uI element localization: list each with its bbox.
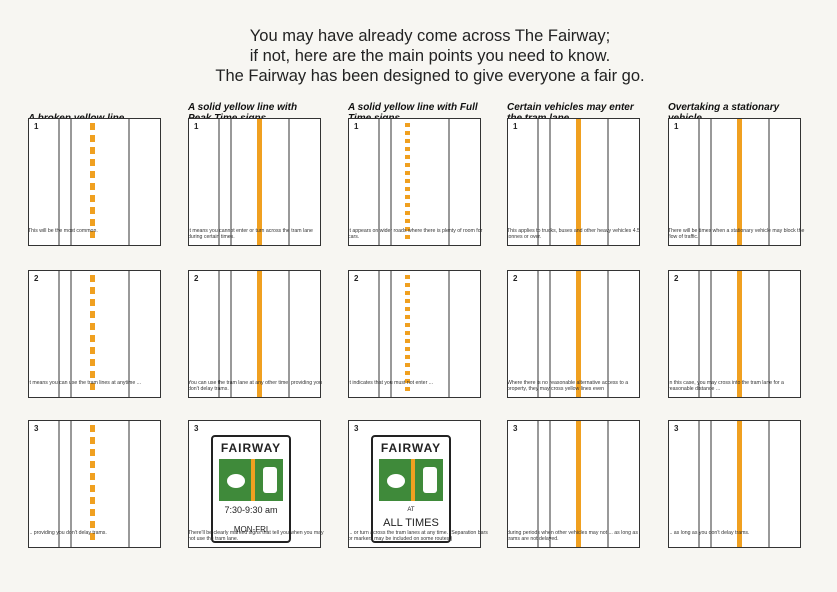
- car-tram-icon: [227, 459, 277, 501]
- fairway-sign: FAIRWAY 7:30-9:30 am MON-FRI: [211, 435, 291, 543]
- sign-title: FAIRWAY: [220, 441, 282, 455]
- road-lane-illustration: [218, 119, 290, 245]
- panel-number: 2: [194, 274, 199, 283]
- sign-line-1: 7:30-9:30 am: [224, 505, 278, 515]
- sign-title: FAIRWAY: [380, 441, 442, 455]
- illustration-panel: 1: [668, 118, 801, 246]
- sign-green-panel: [219, 459, 283, 501]
- panel-caption: ... providing you don't delay trams.: [28, 530, 107, 536]
- illustration-panel: 2: [28, 270, 161, 398]
- panel-caption: It indicates that you must not enter ...: [348, 380, 434, 386]
- illustration-panel: 3: [28, 420, 161, 548]
- intro-line-3: The Fairway has been designed to give ev…: [215, 67, 645, 85]
- panel-caption: during periods when other vehicles may n…: [507, 530, 638, 543]
- panel-number: 1: [34, 122, 39, 131]
- panel-number: 2: [34, 274, 39, 283]
- sign-line-1: AT: [407, 507, 415, 513]
- road-lane-illustration: [698, 421, 770, 547]
- road-lane-illustration: [58, 119, 130, 245]
- panel-caption: This will be the most common.: [28, 228, 98, 234]
- panel-number: 3: [674, 424, 679, 433]
- road-lane-illustration: [218, 271, 290, 397]
- road-lane-illustration: [698, 271, 770, 397]
- panel-number: 1: [674, 122, 679, 131]
- panel-number: 3: [513, 424, 518, 433]
- panel-caption: Where there is no reasonable alternative…: [507, 380, 629, 393]
- road-lane-illustration: [537, 421, 609, 547]
- illustration-panel: 2: [668, 270, 801, 398]
- fairway-sign: FAIRWAY AT ALL TIMES: [371, 435, 451, 543]
- panel-caption: ... as long as you don't delay trams.: [668, 530, 750, 536]
- sign-green-panel: [379, 459, 443, 501]
- panel-number: 1: [194, 122, 199, 131]
- panel-caption: There'll be clearly marked signs that te…: [188, 530, 324, 543]
- illustration-panel: 2: [348, 270, 481, 398]
- panel-caption: This applies to trucks, buses and other …: [507, 228, 640, 241]
- panel-number: 3: [354, 424, 359, 433]
- panel-caption: It appears on wider roads where there is…: [348, 228, 483, 241]
- panel-caption: In this case, you may cross into the tra…: [668, 380, 784, 393]
- illustration-panel: 1: [348, 118, 481, 246]
- panel-caption: It means you cannot enter or turn across…: [188, 228, 313, 241]
- panel-number: 2: [354, 274, 359, 283]
- road-lane-illustration: [58, 271, 130, 397]
- panel-number: 1: [354, 122, 359, 131]
- road-lane-illustration: [58, 421, 130, 547]
- road-lane-illustration: [537, 119, 609, 245]
- panel-number: 2: [513, 274, 518, 283]
- illustration-panel: 1: [28, 118, 161, 246]
- panel-number: 2: [674, 274, 679, 283]
- illustration-panel: FAIRWAY 7:30-9:30 am MON-FRI 3: [188, 420, 321, 548]
- road-lane-illustration: [378, 271, 450, 397]
- illustration-panel: 1: [188, 118, 321, 246]
- column-1: A broken yellow line1This will be the mo…: [28, 96, 161, 548]
- panel-number: 3: [194, 424, 199, 433]
- panel-number: 3: [34, 424, 39, 433]
- illustration-panel: 2: [188, 270, 321, 398]
- road-lane-illustration: [378, 119, 450, 245]
- panel-caption: There will be times when a stationary ve…: [668, 228, 805, 241]
- illustration-panel: 2: [507, 270, 640, 398]
- intro-text: You may have already come across The Fai…: [150, 26, 710, 86]
- panel-caption: ... or turn across the tram lanes at any…: [348, 530, 488, 543]
- intro-line-2: if not, here are the main points you nee…: [249, 47, 611, 65]
- illustration-panel: 1: [507, 118, 640, 246]
- column-5: Overtaking a stationary vehicle1There wi…: [668, 96, 804, 548]
- panel-caption: It means you can use the tram lines at a…: [28, 380, 142, 386]
- sign-line-2: MON-FRI: [233, 525, 269, 534]
- illustration-panel: 3: [507, 420, 640, 548]
- panel-caption: You can use the tram lane at any other t…: [188, 380, 322, 393]
- illustration-panel: 3: [668, 420, 801, 548]
- column-3: A solid yellow line with Full Time signs…: [348, 96, 488, 548]
- car-tram-icon: [387, 459, 437, 501]
- road-lane-illustration: [537, 271, 609, 397]
- column-4: Certain vehicles may enter the tram lane…: [507, 96, 640, 548]
- road-lane-illustration: [698, 119, 770, 245]
- panel-number: 1: [513, 122, 518, 131]
- illustration-panel: FAIRWAY AT ALL TIMES 3: [348, 420, 481, 548]
- column-2: A solid yellow line with Peak Time signs…: [188, 96, 324, 548]
- intro-line-1: You may have already come across The Fai…: [249, 27, 611, 45]
- sign-line-2: ALL TIMES: [383, 517, 439, 529]
